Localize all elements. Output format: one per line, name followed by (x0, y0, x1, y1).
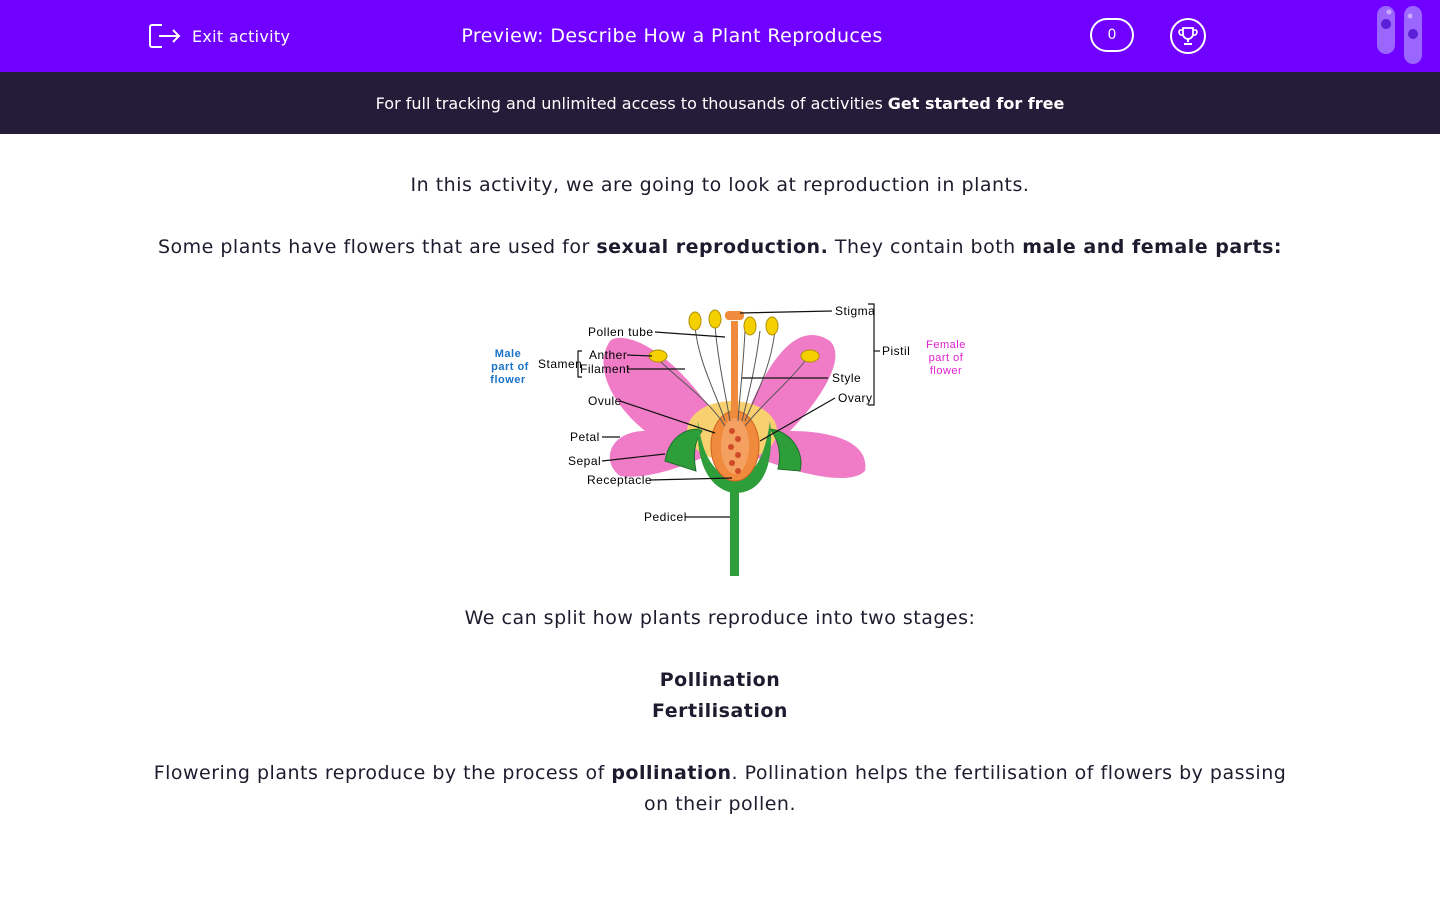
p2-bold-parts: male and female parts: (1022, 236, 1283, 258)
trophy-icon (1178, 27, 1198, 45)
label-stamen: Stamen (538, 357, 582, 371)
label-male-3: flower (490, 374, 526, 386)
anther (765, 316, 779, 336)
page-title: Preview: Describe How a Plant Reproduces (461, 25, 883, 47)
anther (688, 311, 702, 331)
score-badge: 0 (1090, 18, 1134, 52)
label-ovule: Ovule (588, 394, 622, 408)
top-bar: Exit activity Preview: Describe How a Pl… (0, 0, 1440, 72)
p2-text-a: Some plants have flowers that are used f… (157, 236, 597, 258)
anther (800, 349, 820, 363)
label-receptacle: Receptacle (587, 473, 652, 487)
pollination-paragraph: Flowering plants reproduce by the proces… (150, 758, 1290, 820)
intro-text: In this activity, we are going to look a… (410, 174, 1030, 196)
p2-text-c: They contain both (828, 236, 1023, 258)
intro-paragraph: In this activity, we are going to look a… (150, 170, 1290, 201)
pedicel (730, 486, 739, 576)
p2-bold-sexual: sexual reproduction. (596, 236, 829, 258)
label-stigma: Stigma (835, 304, 875, 318)
reproduction-paragraph: Some plants have flowers that are used f… (150, 232, 1290, 263)
label-sepal: Sepal (568, 454, 601, 468)
label-ovary: Ovary (838, 391, 873, 405)
p4-bold-pollination: pollination (611, 762, 732, 784)
stages-intro-text: We can split how plants reproduce into t… (464, 607, 976, 629)
exit-activity-label: Exit activity (192, 26, 291, 46)
label-female-1: Female (926, 339, 966, 351)
sepal-left (664, 428, 703, 472)
promo-banner: For full tracking and unlimited access t… (0, 72, 1440, 134)
stage-pollination: Pollination (150, 665, 1290, 696)
label-anther: Anther (589, 348, 627, 362)
get-started-link[interactable]: Get started for free (887, 93, 1065, 113)
label-petal: Petal (570, 430, 600, 444)
flower-diagram: Stigma Pollen tube Anther Filament Stame… (150, 263, 1290, 603)
stages-intro: We can split how plants reproduce into t… (150, 603, 1290, 634)
style (731, 321, 738, 416)
stage-pollination-text: Pollination (659, 669, 781, 691)
flower-diagram-svg: Stigma Pollen tube Anther Filament Stame… (490, 303, 966, 576)
label-style: Style (832, 371, 861, 385)
p4-text-c: . Pollination helps the fertilisation of… (643, 762, 1287, 815)
stage-fertilisation-text: Fertilisation (652, 700, 788, 722)
label-filament: Filament (580, 362, 630, 376)
label-pistil: Pistil (882, 344, 910, 358)
label-female-2: part of (929, 352, 964, 364)
exit-icon (149, 24, 181, 48)
trophy-button[interactable] (1170, 18, 1206, 54)
anther (743, 316, 757, 336)
activity-content: In this activity, we are going to look a… (150, 170, 1290, 820)
brand-logo-icon (1377, 6, 1422, 64)
label-pollen-tube: Pollen tube (588, 325, 654, 339)
exit-activity-button[interactable]: Exit activity (148, 20, 290, 52)
p4-text-a: Flowering plants reproduce by the proces… (153, 762, 612, 784)
stigma (725, 311, 744, 320)
stage-fertilisation: Fertilisation (150, 696, 1290, 727)
label-male-1: Male (495, 348, 521, 360)
label-male-2: part of (491, 361, 529, 373)
anther (708, 309, 722, 329)
banner-text: For full tracking and unlimited access t… (375, 93, 883, 113)
receptacle (697, 421, 771, 493)
label-female-3: flower (930, 365, 962, 377)
label-pedicel: Pedicel (644, 510, 687, 524)
